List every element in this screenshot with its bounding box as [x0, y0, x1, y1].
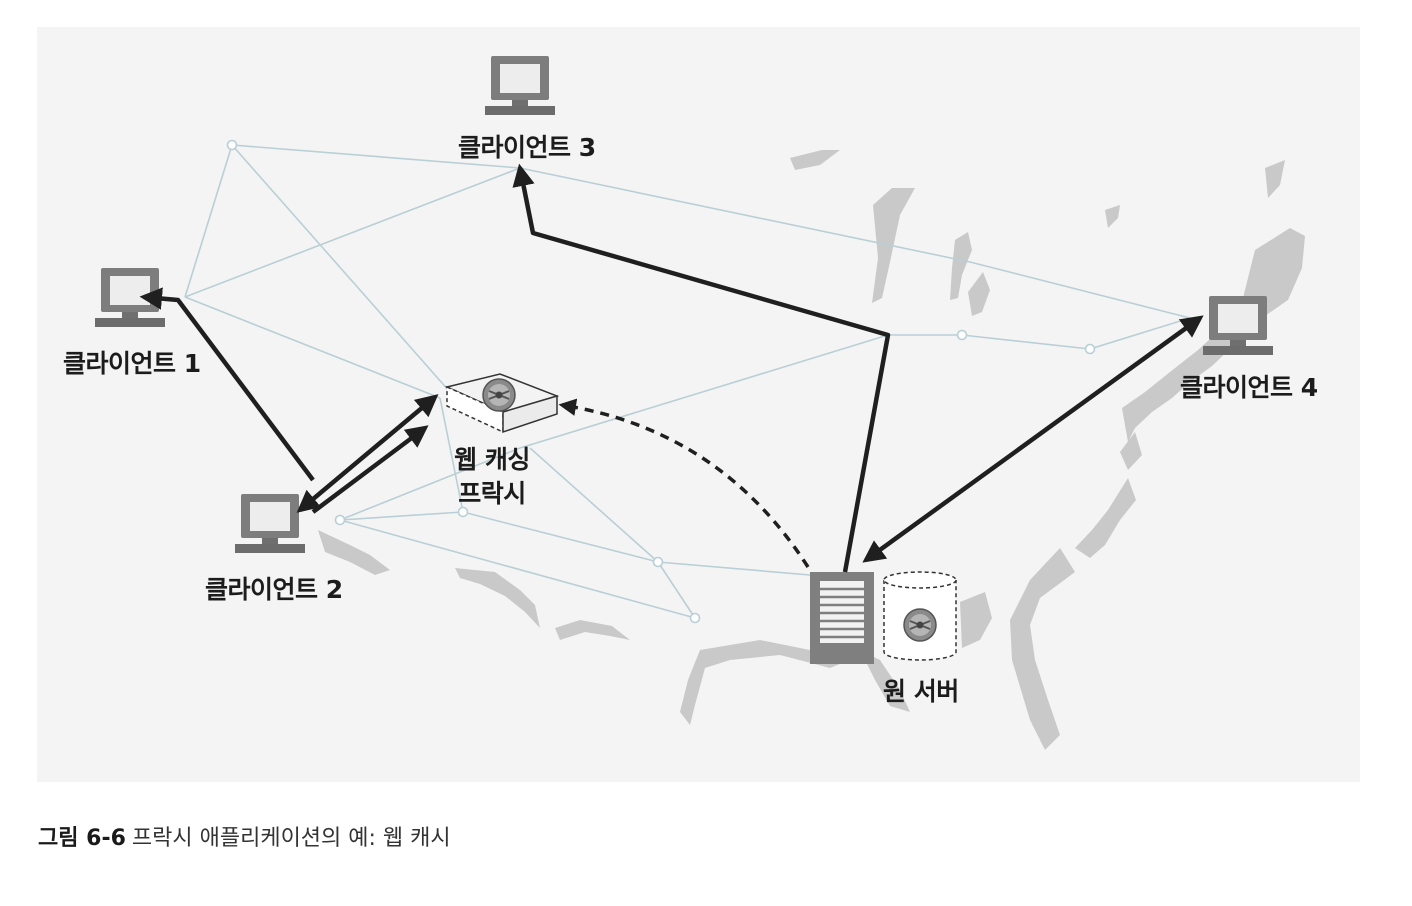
origin-server-label: 원 서버	[883, 677, 959, 706]
arrow-client3	[512, 163, 891, 573]
arrow-client1	[139, 287, 315, 482]
connection-arrows	[139, 163, 1204, 573]
figure-caption-text: 프락시 애플리케이션의 예: 웹 캐시	[131, 826, 451, 851]
client3-label: 클라이언트 3	[458, 133, 596, 162]
proxy-label-line2: 프락시	[458, 479, 526, 508]
arrow-proxy-lower	[311, 425, 429, 514]
database-icon	[883, 571, 957, 661]
computer-icon	[485, 56, 555, 115]
client4-label: 클라이언트 4	[1180, 373, 1318, 402]
client1-label: 클라이언트 1	[63, 349, 201, 378]
dish-icon	[903, 608, 937, 642]
server-tower-icon	[810, 572, 874, 664]
figure-number: 그림 6-6	[38, 826, 126, 851]
computer-icon	[1203, 296, 1273, 355]
proxy-device-icon	[444, 373, 560, 434]
computer-icon	[235, 494, 305, 553]
client2-label: 클라이언트 2	[205, 575, 343, 604]
arrow-proxy-upper	[296, 394, 439, 513]
proxy-label-line1: 웹 캐싱	[454, 445, 530, 474]
dashed-fetch-arrow	[558, 398, 810, 568]
dish-icon	[482, 378, 516, 412]
arrow-client4	[862, 315, 1204, 563]
